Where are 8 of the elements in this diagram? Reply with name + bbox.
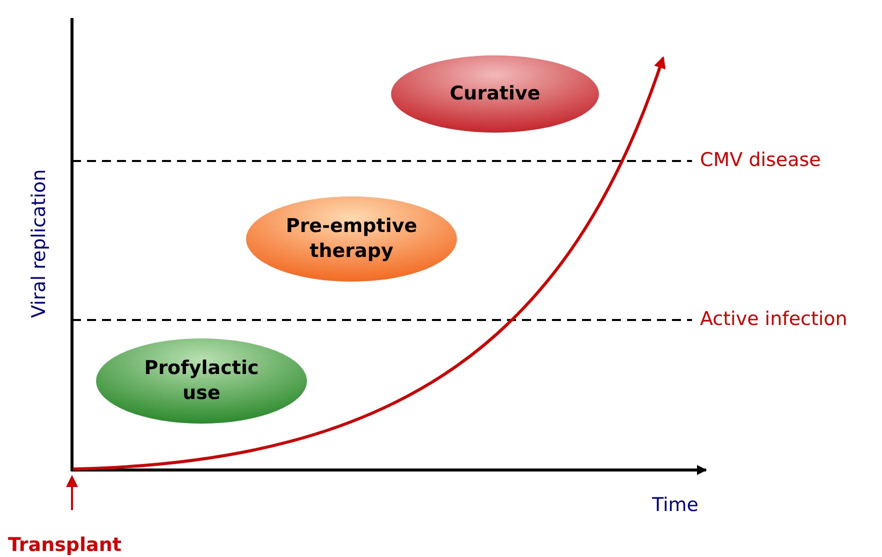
event-label: Transplant: [8, 534, 122, 556]
axis-title: Viral replication: [28, 169, 50, 318]
threshold-label: CMV disease: [700, 149, 821, 171]
ellipse-node: Profylactic use: [95, 338, 308, 424]
ellipse-node: Pre-emptive therapy: [245, 196, 458, 282]
ellipse-node: Curative: [390, 55, 600, 133]
threshold-label: Active infection: [700, 308, 848, 330]
axis-title: Time: [652, 494, 698, 516]
